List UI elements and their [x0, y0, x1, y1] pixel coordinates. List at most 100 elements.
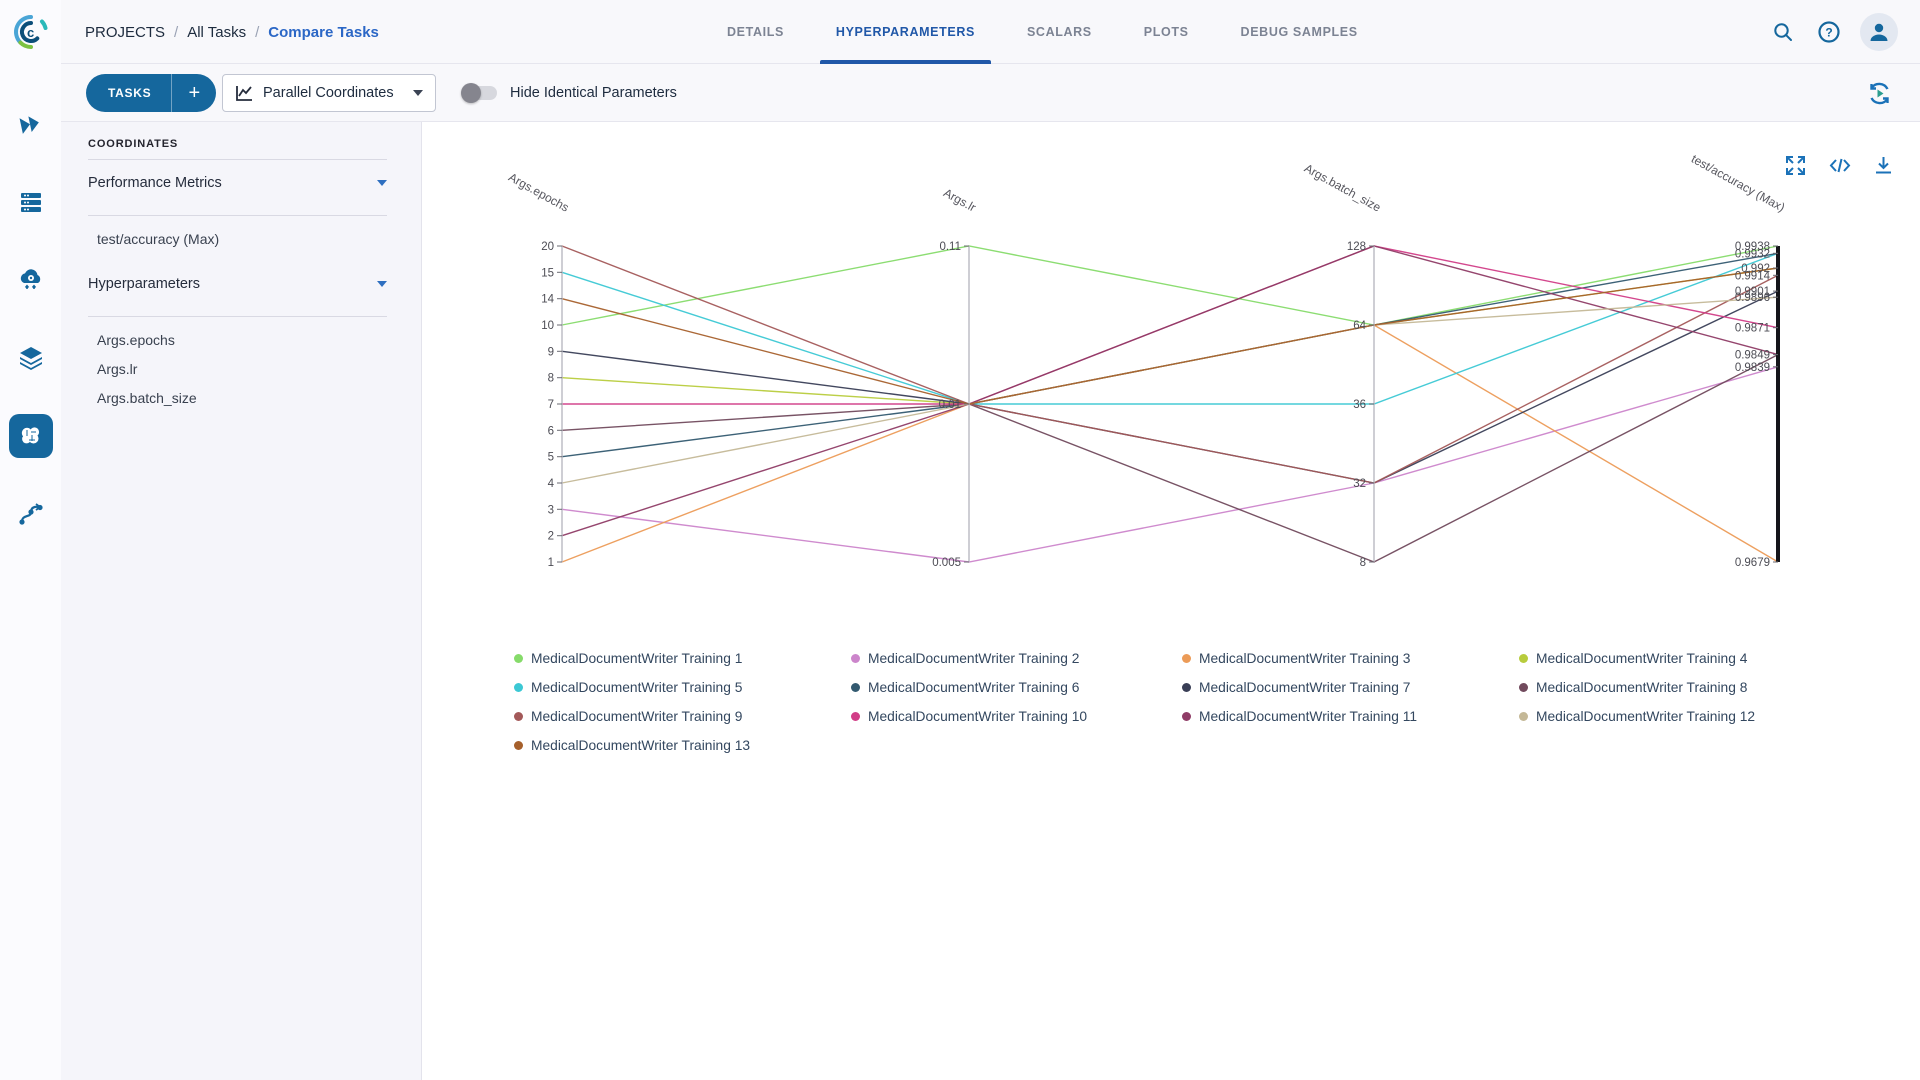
auto-refresh-icon[interactable] — [1866, 80, 1893, 107]
sidebar-item-pipelines[interactable] — [9, 492, 53, 536]
series-line: MedicalDocumentWriter Training 8 — [561, 353, 1779, 563]
breadcrumb-compare-tasks: Compare Tasks — [268, 23, 379, 41]
axis-tick-label: 32 — [1353, 478, 1366, 490]
legend-item[interactable]: MedicalDocumentWriter Training 12 — [1519, 704, 1859, 728]
download-icon[interactable] — [1873, 155, 1894, 176]
axis-tick-label: 7 — [548, 399, 554, 411]
tasks-button[interactable]: TASKS — [108, 86, 152, 100]
view-type-dropdown[interactable]: Parallel Coordinates — [222, 74, 436, 112]
legend-item[interactable]: MedicalDocumentWriter Training 5 — [514, 675, 851, 699]
series-line: MedicalDocumentWriter Training 5 — [561, 252, 1779, 405]
axis-tick-label: 36 — [1353, 399, 1366, 411]
parallel-coordinates-plot[interactable]: MedicalDocumentWriter Training 1MedicalD… — [422, 122, 1920, 627]
app-sidebar: c — [0, 0, 61, 1080]
legend-label: MedicalDocumentWriter Training 10 — [868, 708, 1088, 724]
axis-tick-label: 8 — [548, 373, 554, 385]
axis-label: Args.epochs — [506, 170, 571, 215]
embed-code-icon[interactable] — [1829, 155, 1851, 176]
axis-tick-label: 3 — [548, 504, 554, 516]
view-type-value: Parallel Coordinates — [263, 85, 394, 101]
axis-tick-label: 0.9839 — [1735, 362, 1770, 374]
svg-text:c: c — [27, 25, 34, 40]
series-line: MedicalDocumentWriter Training 11 — [561, 245, 1779, 537]
chart-area: MedicalDocumentWriter Training 1MedicalD… — [422, 122, 1920, 1080]
compare-toolbar: TASKS + Parallel Coordinates Hide Identi… — [61, 64, 1920, 122]
chart-type-icon — [236, 85, 252, 101]
breadcrumb-all-tasks[interactable]: All Tasks — [187, 23, 247, 41]
legend-item[interactable]: MedicalDocumentWriter Training 11 — [1182, 704, 1519, 728]
axis-tick-label: 0.01 — [939, 399, 961, 411]
legend-color-dot — [514, 653, 523, 663]
legend-color-dot — [1182, 711, 1191, 721]
hide-identical-label: Hide Identical Parameters — [510, 85, 677, 101]
add-task-button[interactable]: + — [188, 82, 201, 104]
series-line: MedicalDocumentWriter Training 6 — [561, 252, 1779, 458]
legend-item[interactable]: MedicalDocumentWriter Training 8 — [1519, 675, 1859, 699]
tab-hyperparameters[interactable]: HYPERPARAMETERS — [810, 0, 1001, 64]
chevron-down-icon — [377, 180, 387, 186]
top-header: PROJECTS / All Tasks / Compare Tasks DET… — [61, 0, 1920, 64]
sidebar-item-queues[interactable] — [9, 180, 53, 224]
param-args-batch-size[interactable]: Args.batch_size — [97, 389, 197, 406]
chart-legend: MedicalDocumentWriter Training 1 MedicalD… — [514, 646, 1859, 757]
series-line: MedicalDocumentWriter Training 1 — [561, 245, 1779, 326]
legend-color-dot — [1519, 682, 1528, 692]
axis-label: Args.batch_size — [1302, 161, 1384, 215]
axis-tick-label: 2 — [548, 531, 554, 543]
tab-scalars[interactable]: SCALARS — [1026, 25, 1092, 39]
axis-tick-label: 9 — [548, 346, 554, 358]
legend-label: MedicalDocumentWriter Training 12 — [1536, 708, 1756, 724]
axis-tick-label: 8 — [1360, 557, 1366, 569]
sidebar-item-datasets[interactable] — [9, 336, 53, 380]
legend-color-dot — [1182, 653, 1191, 663]
legend-item[interactable]: MedicalDocumentWriter Training 7 — [1182, 675, 1519, 699]
legend-item[interactable]: MedicalDocumentWriter Training 2 — [851, 646, 1182, 670]
sidebar-item-workers[interactable] — [9, 258, 53, 302]
legend-label: MedicalDocumentWriter Training 7 — [1199, 679, 1411, 695]
legend-item[interactable]: MedicalDocumentWriter Training 6 — [851, 675, 1182, 699]
sidebar-item-projects-active[interactable] — [8, 414, 53, 458]
chart-toolbar — [1785, 155, 1894, 176]
metric-test-accuracy-max[interactable]: test/accuracy (Max) — [97, 230, 220, 247]
axis-tick-label: 0.9871 — [1735, 323, 1770, 335]
legend-label: MedicalDocumentWriter Training 9 — [531, 708, 743, 724]
legend-item[interactable]: MedicalDocumentWriter Training 9 — [514, 704, 851, 728]
hide-identical-toggle[interactable] — [461, 83, 497, 103]
axis-tick-label: 0.9896 — [1735, 292, 1770, 304]
svg-text:?: ? — [1825, 26, 1832, 40]
legend-label: MedicalDocumentWriter Training 6 — [868, 679, 1080, 695]
legend-item[interactable]: MedicalDocumentWriter Training 10 — [851, 704, 1182, 728]
tab-details[interactable]: DETAILS — [727, 25, 784, 39]
legend-item[interactable]: MedicalDocumentWriter Training 13 — [514, 733, 851, 757]
sidebar-item-getting-started[interactable] — [9, 102, 53, 146]
axis-tick-label: 0.9938 — [1735, 241, 1770, 253]
legend-color-dot — [1182, 682, 1191, 692]
tab-plots[interactable]: PLOTS — [1143, 25, 1189, 39]
series-line: MedicalDocumentWriter Training 4 — [561, 267, 1779, 405]
tab-debug-samples[interactable]: DEBUG SAMPLES — [1240, 25, 1358, 39]
expand-icon[interactable] — [1785, 155, 1806, 176]
legend-label: MedicalDocumentWriter Training 1 — [531, 650, 743, 666]
axis-tick-label: 0.9901 — [1735, 286, 1770, 298]
search-icon[interactable] — [1768, 17, 1798, 47]
clearml-logo[interactable]: c — [0, 0, 61, 64]
divider — [88, 159, 387, 160]
header-icons: ? — [1768, 0, 1898, 64]
breadcrumb-projects[interactable]: PROJECTS — [85, 23, 166, 41]
axis-tick-label: 128 — [1347, 241, 1366, 253]
section-hyperparameters[interactable]: Hyperparameters — [88, 261, 387, 307]
param-args-epochs[interactable]: Args.epochs — [97, 331, 175, 348]
legend-item[interactable]: MedicalDocumentWriter Training 3 — [1182, 646, 1519, 670]
legend-color-dot — [851, 682, 860, 692]
section-performance-metrics[interactable]: Performance Metrics — [88, 160, 387, 206]
legend-item[interactable]: MedicalDocumentWriter Training 4 — [1519, 646, 1859, 670]
help-icon[interactable]: ? — [1814, 17, 1844, 47]
toggle-knob — [461, 83, 481, 103]
user-avatar[interactable] — [1860, 13, 1898, 51]
legend-item[interactable]: MedicalDocumentWriter Training 1 — [514, 646, 851, 670]
hide-identical-wrap: Hide Identical Parameters — [461, 74, 677, 112]
param-args-lr[interactable]: Args.lr — [97, 360, 138, 377]
tasks-split-button[interactable]: TASKS + — [86, 74, 217, 112]
axis-tick-label: 4 — [548, 478, 555, 490]
axis-tick-label: 10 — [541, 320, 554, 332]
